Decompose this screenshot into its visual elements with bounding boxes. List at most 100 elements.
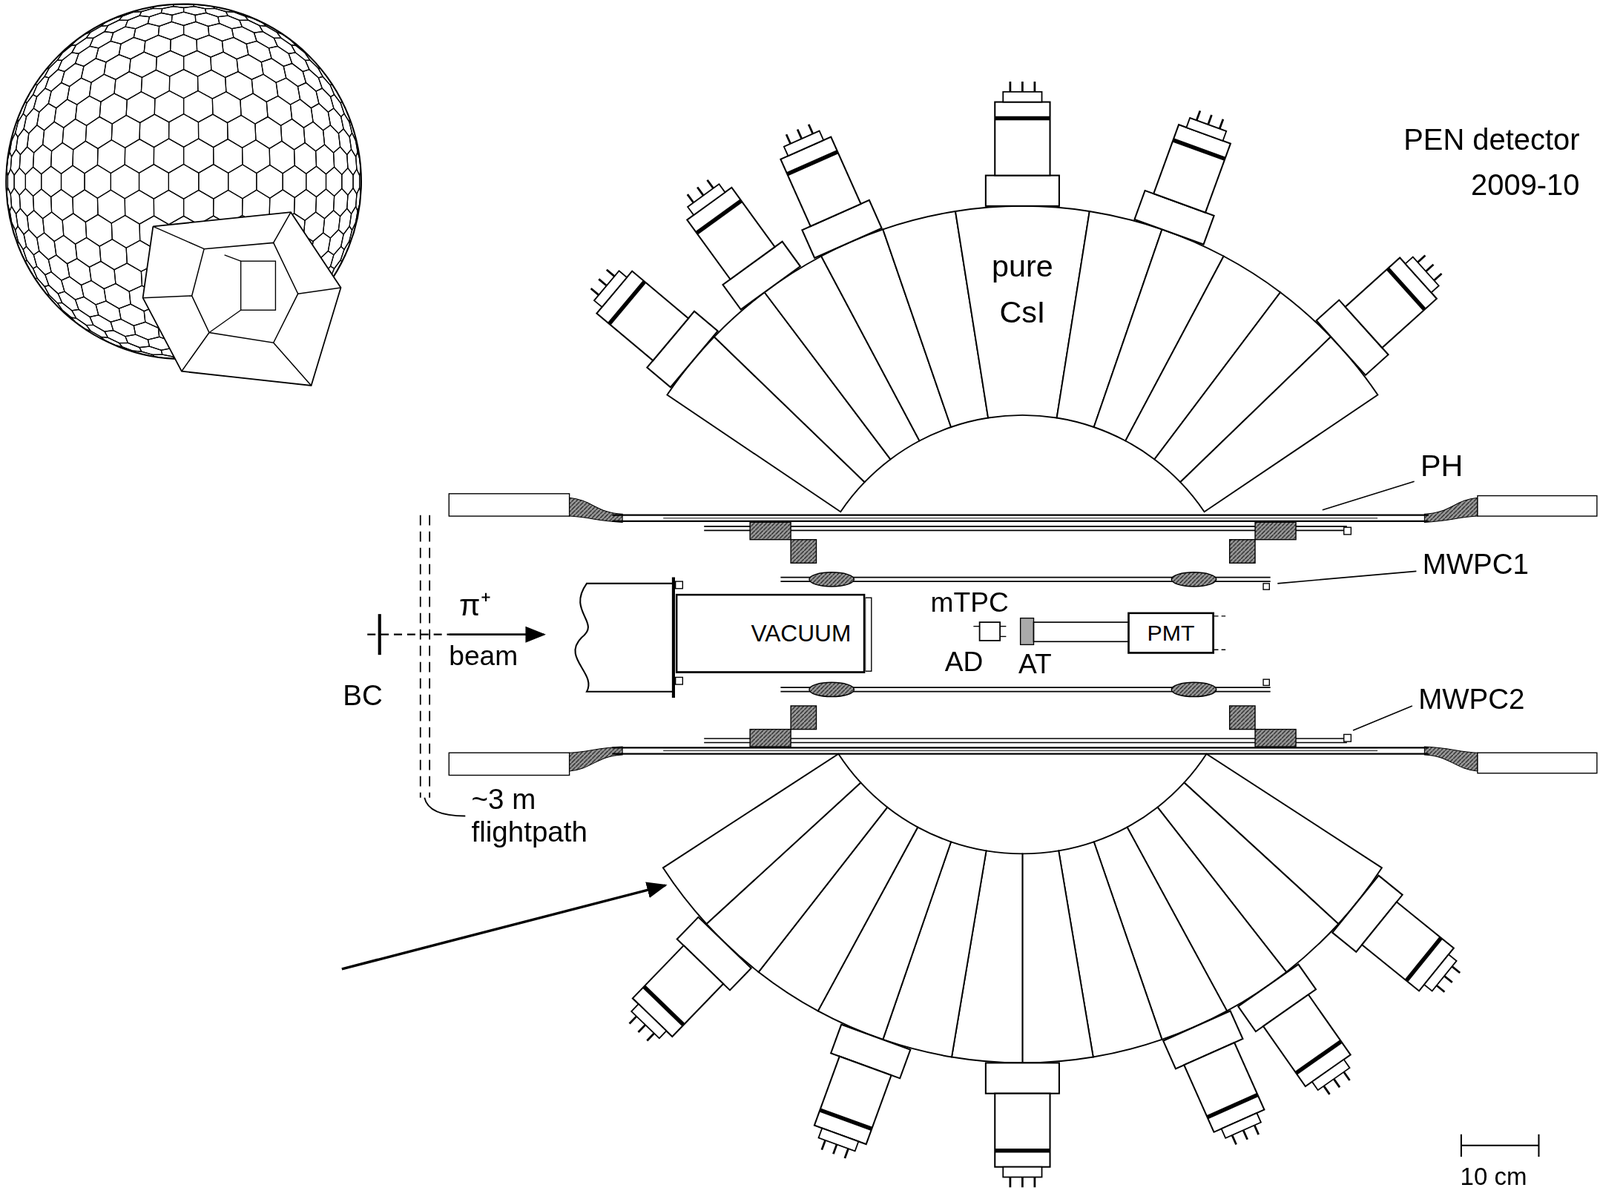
sphere-hexagon [33,266,49,287]
sphere-inner-edge [209,310,242,333]
flange-bolt [675,677,684,685]
photomultiplier [1332,876,1476,1012]
sphere-hexagon [37,103,57,131]
mwpc-frame [1229,540,1256,564]
hodoscope-layer [611,752,1429,755]
sphere-inner-edge [224,255,242,262]
sphere-hexagon [218,15,242,29]
pmt-pin [606,270,615,277]
sphere-hexagon [23,229,40,256]
pmt-band [994,116,1050,121]
scale-tick [1537,1134,1540,1158]
pmt-band [1173,140,1226,159]
part-label: AD [945,646,984,679]
sphere-opening-edge [152,226,204,249]
mwpc-connector [1344,734,1352,742]
sphere-hexagon [23,108,40,134]
sphere-hexagon [35,278,50,296]
pmt-cap [784,130,824,156]
sphere-hexagon [318,76,334,97]
pmt-pin [1219,119,1224,130]
hodoscope-light-guide [1477,752,1598,774]
sphere-hexagon [139,164,170,199]
mwpc-connector [1263,679,1270,686]
pmt-cap [687,183,725,216]
sphere-hexagon [124,139,154,174]
pmt-pin [844,1149,849,1159]
sphere-hexagon [139,346,163,355]
pmt-cap [1186,117,1227,141]
sphere-hexagon [275,77,300,105]
sphere-hexagon [282,165,307,198]
pmt-cap [1221,1113,1262,1139]
pmt-pin [637,1025,646,1033]
crystal-label: pure CsI [991,242,1054,335]
pmt-band [819,1110,872,1129]
node-text: pure CsI [991,242,1054,335]
leader-line [1277,571,1417,584]
photomultiplier [611,917,752,1059]
pmt-pin [1243,1130,1248,1141]
part-label: ~3 m flightpath [471,783,646,850]
sphere-opening-edge [298,287,342,294]
sphere-hexagon [33,76,49,97]
hodoscope-light-guide [1477,496,1598,518]
sphere-hexagon [244,16,267,27]
sphere-hexagon [95,40,121,62]
sphere-inner-crystal [241,261,276,311]
sphere-hexagon [171,11,196,26]
pmt-pin [1436,985,1445,993]
flange-bolt [675,581,684,589]
sphere-inner-opening [192,242,299,343]
mwpc-frame [749,522,791,540]
sphere-hexagon [61,63,84,87]
mwpc-frame [1171,682,1217,697]
pmt-outline [1214,649,1229,651]
sphere-hexagon [232,26,257,44]
sphere-hexagon [80,58,106,83]
pmt-pin [786,134,791,144]
hodoscope-layer [611,520,1429,523]
sphere-hexagon [67,258,92,286]
active-target [1020,618,1035,646]
pipe-window [865,597,872,672]
mwpc-frame [790,540,816,564]
sphere-hexagon [41,166,62,197]
part-label: MWPC2 [1418,683,1525,717]
pmt-pin [1417,255,1425,262]
sphere-hexagon [75,237,101,268]
hodoscope-layer [611,746,1429,749]
sphere-hexagon [48,83,69,109]
part-label: π⁺ [459,587,491,623]
csi-crystal [1180,336,1378,512]
vacuum-pipe [574,583,673,693]
sphere-hexagon [253,31,278,49]
sphere-hexagon [67,77,92,105]
figure-title: PEN detector 2009-10 [1334,118,1580,208]
mwpc-frame [1229,706,1256,730]
part-label: AT [1018,649,1052,681]
part-label: beam [448,640,518,673]
pmt-pin [629,1016,638,1025]
sphere-hexagon [198,164,229,199]
flightpath-marker [428,515,431,799]
pmt-pin [833,1144,837,1155]
sphere-hexagon [268,45,292,67]
node-text: VACUUM [751,620,852,647]
sphere-hexagon [11,119,19,141]
sphere-hexagon [154,90,184,122]
sphere-hexagon [153,138,184,173]
leaders [341,481,1540,1158]
sphere-hexagon [110,26,136,44]
target-light-guide [1034,622,1129,642]
photomultiplier [985,81,1060,207]
active-degrader [979,622,1001,641]
part-label: 10 cm [1460,1163,1528,1192]
sphere-hexagon [183,190,214,225]
pmt-pin [1452,966,1461,974]
sphere-opening-edge [143,295,193,299]
sphere-hexagon [183,138,214,173]
sphere-hexagon [310,103,331,131]
sphere-hexagon [213,139,243,174]
pmt-cap [1002,1167,1042,1178]
